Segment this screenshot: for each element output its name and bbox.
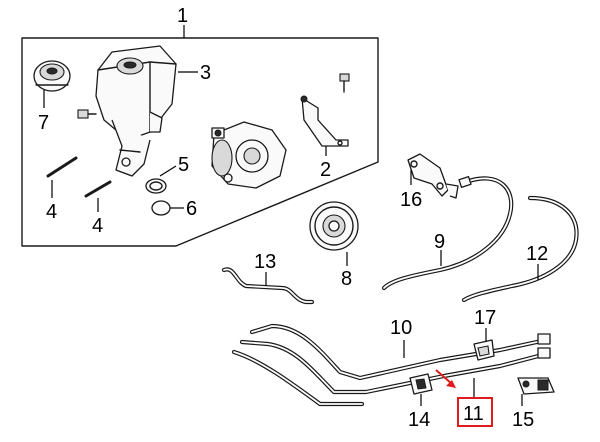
part-12-hose[interactable] — [461, 195, 579, 303]
part-16-bracket[interactable] — [407, 153, 459, 199]
callout-16-label: 16 — [400, 189, 422, 211]
bolt-icon — [77, 109, 97, 119]
part-4b-pin[interactable] — [84, 180, 112, 198]
part-17-clip[interactable] — [473, 339, 495, 361]
part-8-pulley[interactable] — [309, 201, 359, 251]
part-4a-pin[interactable] — [46, 156, 78, 178]
callout-2-label: 2 — [320, 159, 331, 181]
part-15-clamp[interactable] — [517, 377, 555, 395]
callout-11-label: 11 — [463, 403, 484, 425]
callout-7-label: 7 — [38, 112, 49, 134]
part-13-line[interactable] — [221, 267, 315, 305]
callout-14-label: 14 — [408, 409, 430, 431]
part-9-hose[interactable] — [381, 176, 514, 291]
callout-8-label: 8 — [341, 268, 352, 290]
callout-13-label: 13 — [254, 251, 276, 273]
assembly-1-frame — [21, 37, 379, 247]
highlight-arrow-icon — [435, 369, 456, 388]
pump-icon[interactable] — [211, 121, 287, 189]
callout-11-highlight-box — [457, 397, 493, 427]
callout-17-label: 17 — [474, 307, 496, 329]
part-7-cap[interactable] — [33, 60, 71, 92]
callout-5-label: 5 — [178, 154, 189, 176]
callout-3-label: 3 — [200, 62, 211, 84]
callout-9-label: 9 — [434, 231, 445, 253]
part-5-oring[interactable] — [145, 178, 167, 194]
part-14-clamp[interactable] — [409, 373, 433, 395]
bolt-icon-2 — [339, 73, 350, 93]
callout-4b-label: 4 — [92, 215, 103, 237]
callout-5-leader — [159, 165, 177, 177]
part-6-cap[interactable] — [151, 200, 171, 216]
callout-15-label: 15 — [512, 409, 534, 431]
callout-6-label: 6 — [186, 198, 197, 220]
part-10-line-set[interactable] — [231, 323, 551, 407]
callout-12-label: 12 — [526, 243, 548, 265]
callout-10-label: 10 — [390, 317, 412, 339]
callout-4a-label: 4 — [46, 201, 57, 223]
callout-1-label: 1 — [177, 5, 188, 27]
part-2-bracket[interactable] — [300, 95, 349, 147]
part-3-reservoir[interactable] — [95, 45, 177, 177]
